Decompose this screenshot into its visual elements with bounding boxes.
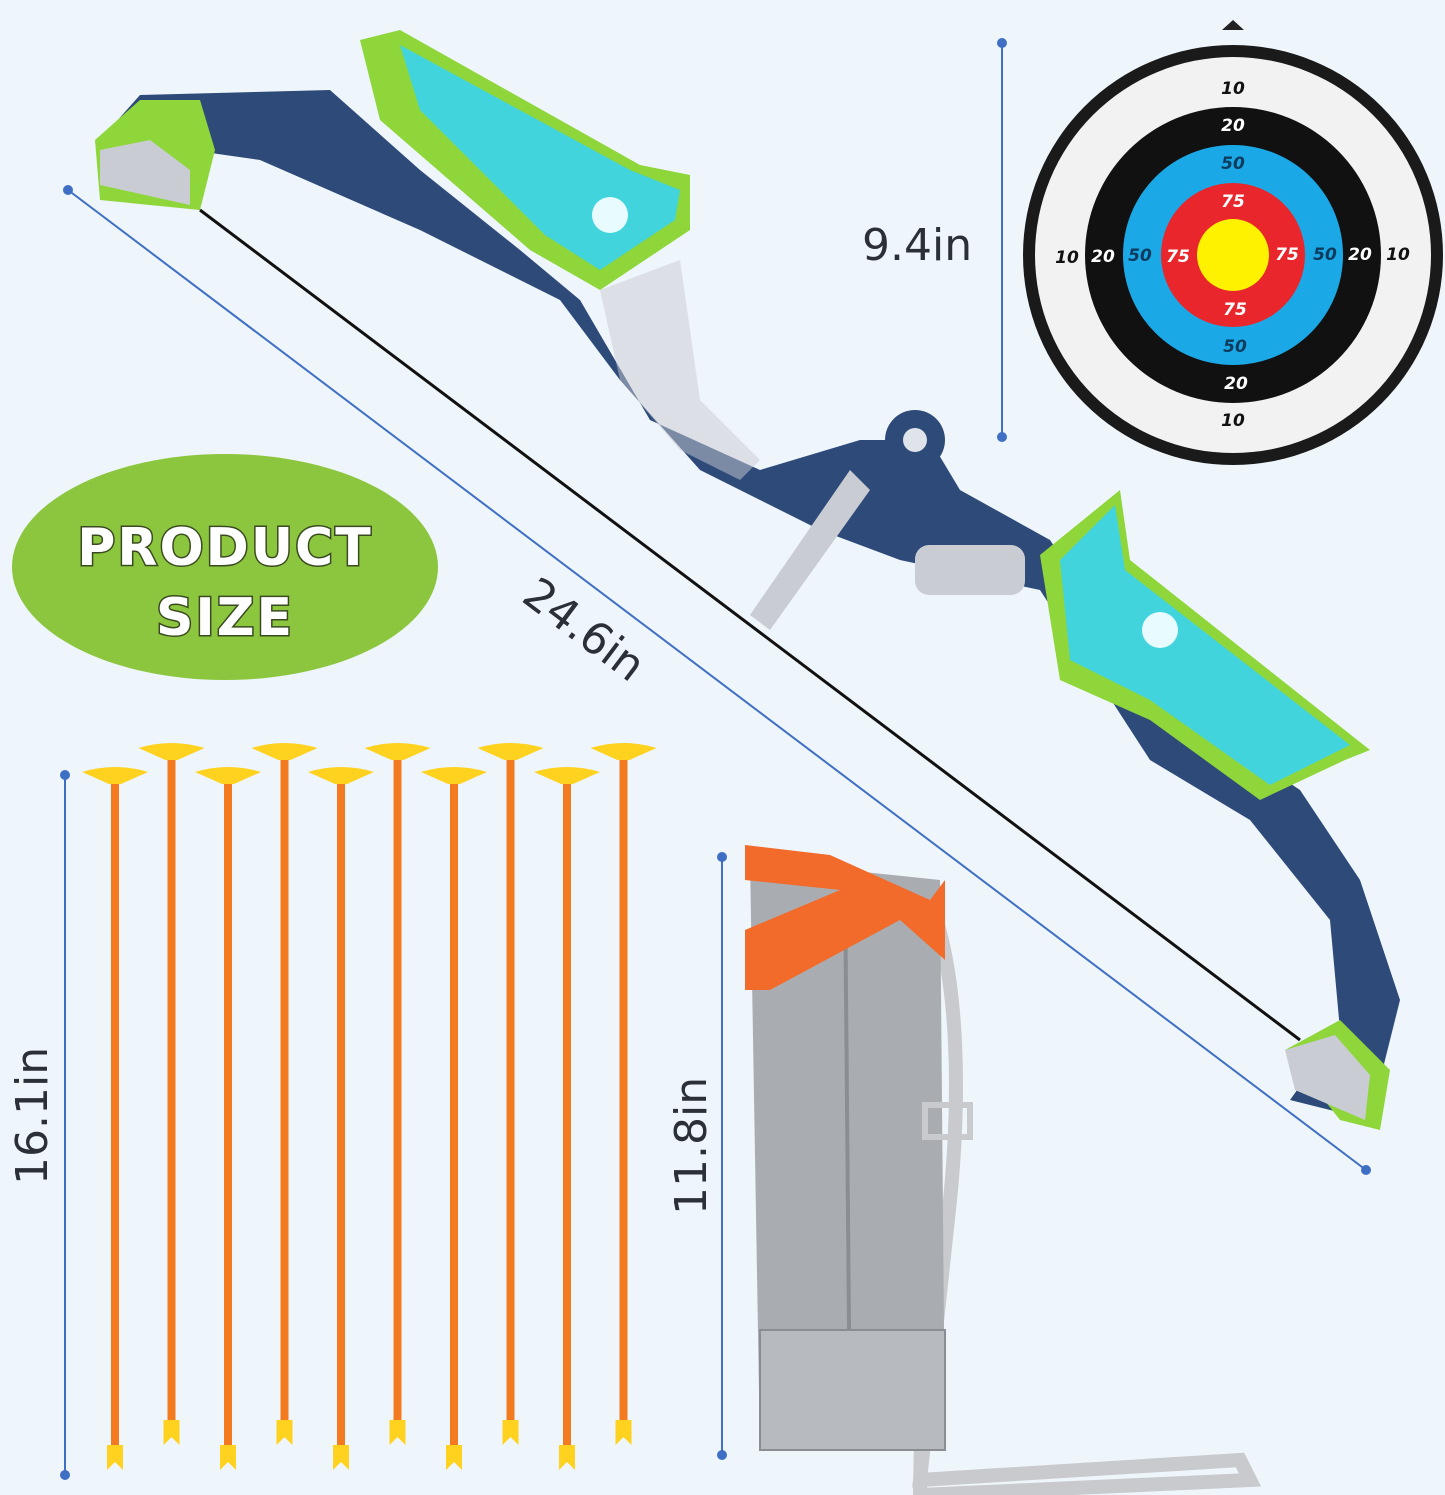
target-board: 10 10 10 10 20 20 20 20 50 50 50 50 75 7…: [1023, 20, 1443, 465]
arrow: [138, 743, 205, 1445]
score-75-left: 75: [1166, 247, 1190, 267]
score-75-bottom: 75: [1223, 300, 1247, 320]
arrow: [590, 743, 657, 1445]
arrow: [308, 767, 374, 1470]
score-10-bottom: 10: [1221, 411, 1245, 431]
dimension-lines: [60, 38, 1371, 1480]
arrow: [82, 767, 148, 1470]
bow-dimension-line: [67, 189, 1367, 1171]
score-10-right: 10: [1386, 245, 1410, 265]
arrow: [195, 767, 261, 1470]
score-50-bottom: 50: [1223, 337, 1247, 357]
score-20-left: 20: [1091, 247, 1115, 267]
arrow: [421, 767, 487, 1470]
arrow: [364, 743, 431, 1445]
target-diameter-label: 9.4in: [862, 220, 972, 271]
arrows-group: [82, 743, 657, 1470]
score-20-right: 20: [1348, 245, 1372, 265]
badge-line2: SIZE: [156, 588, 294, 648]
quiver-image: [745, 845, 1262, 1495]
bow-image: [95, 30, 1400, 1130]
score-10-top: 10: [1221, 79, 1245, 99]
bow-length-label: 24.6in: [513, 568, 654, 692]
score-20-bottom: 20: [1224, 374, 1248, 394]
score-50-right: 50: [1313, 245, 1337, 265]
arrow: [251, 743, 318, 1445]
score-50-left: 50: [1128, 246, 1152, 266]
bow-string: [199, 208, 1301, 1042]
score-50-top: 50: [1221, 154, 1245, 174]
arrow: [534, 767, 600, 1470]
score-75-top: 75: [1221, 192, 1245, 212]
badge-line1: PRODUCT: [77, 518, 372, 578]
score-75-right: 75: [1275, 245, 1299, 265]
arrow-length-label: 16.1in: [7, 1047, 58, 1185]
product-size-badge: PRODUCT SIZE: [12, 454, 438, 680]
score-10-left: 10: [1055, 248, 1079, 268]
score-20-top: 20: [1221, 116, 1245, 136]
quiver-height-label: 11.8in: [666, 1077, 717, 1215]
arrow: [477, 743, 544, 1445]
